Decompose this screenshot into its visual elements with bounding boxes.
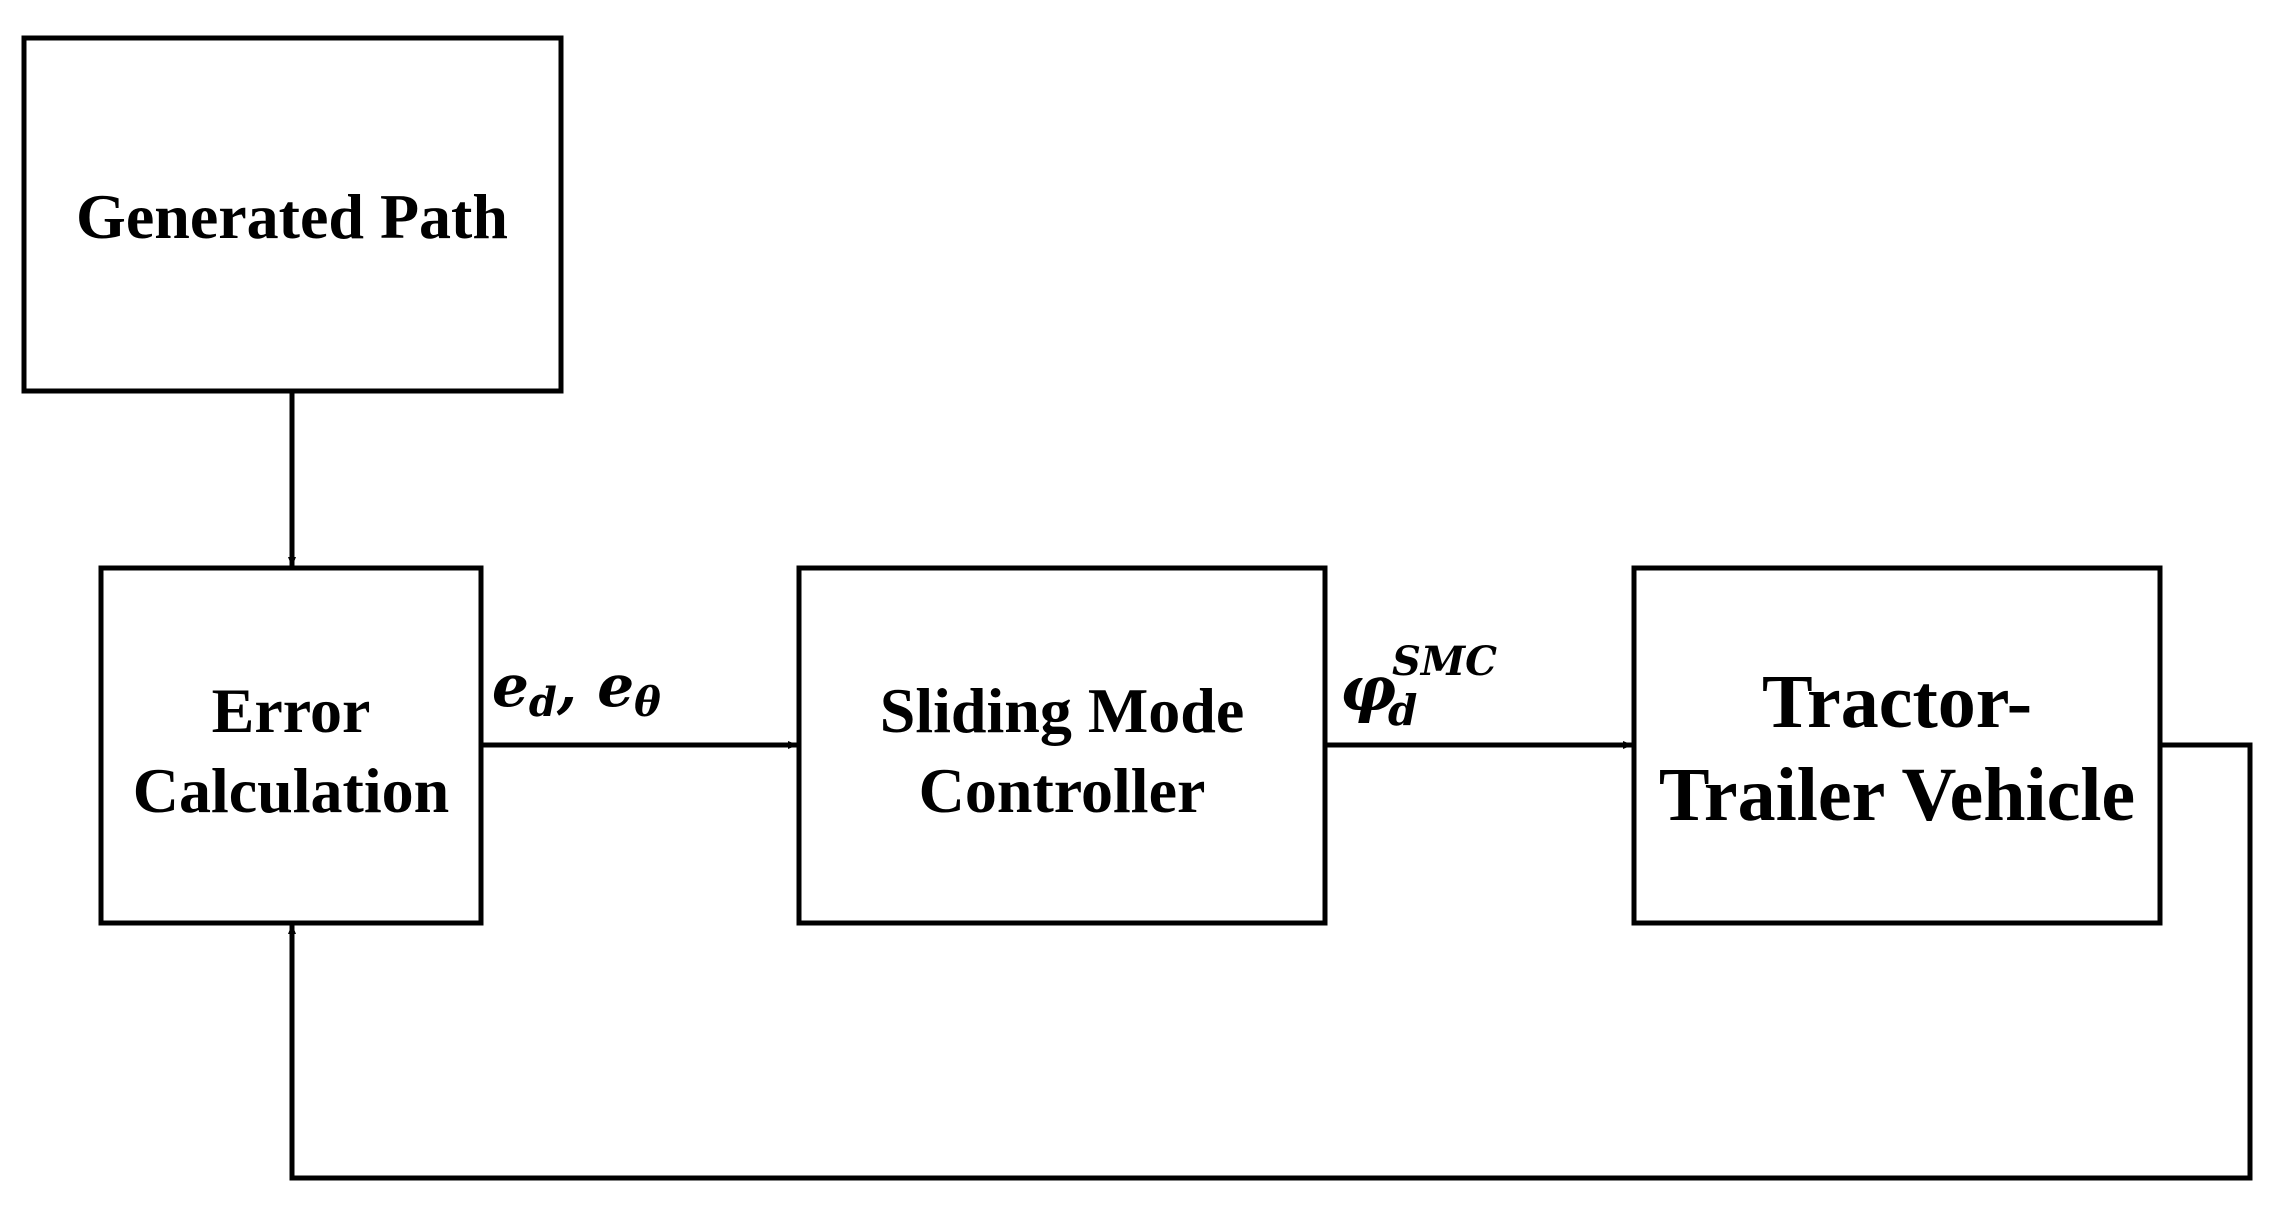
tractor-trailer-vehicle-label-line-1: Tractor-	[1762, 660, 2032, 744]
sliding-mode-controller-label-line-2: Controller	[919, 755, 1206, 826]
sliding-mode-controller-block: Sliding Mode Controller	[796, 565, 1328, 926]
error-calculation-label-line-2: Calculation	[133, 755, 449, 826]
tractor-trailer-vehicle-label-line-2: Trailer Vehicle	[1659, 753, 2135, 837]
generated-path-block: Generated Path	[21, 35, 564, 394]
error-calculation-label-line-1: Error	[212, 675, 371, 746]
generated-path-label: Generated Path	[76, 181, 508, 252]
feedback-loop-arrow	[288, 742, 2253, 1181]
sliding-mode-controller-label-line-1: Sliding Mode	[880, 675, 1245, 746]
steering-command-label: φ d SMC	[1340, 638, 1497, 735]
tractor-trailer-vehicle-block: Tractor- Trailer Vehicle	[1631, 565, 2163, 926]
steering-superscript: SMC	[1392, 638, 1497, 685]
error-signals-label: ed, eθ	[492, 652, 661, 726]
steering-subscript: d	[1388, 686, 1417, 735]
error-calculation-block: Error Calculation	[98, 565, 484, 926]
steering-symbol: φ	[1340, 652, 1396, 725]
